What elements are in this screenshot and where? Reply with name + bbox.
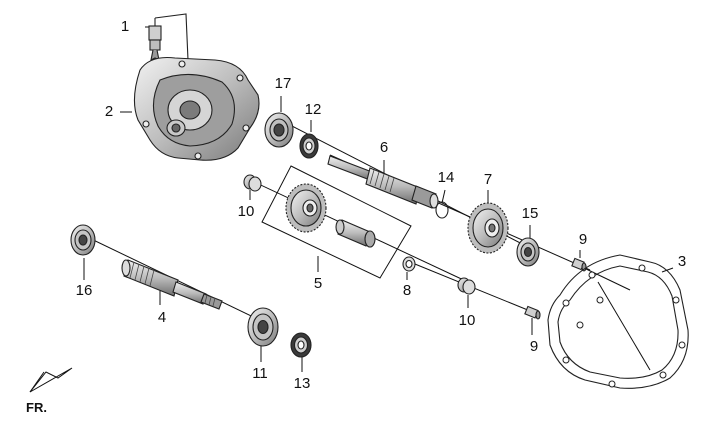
needle-bearing-10-upper-part — [243, 174, 262, 192]
gasket-3-part — [547, 254, 689, 389]
callout-2: 2 — [105, 103, 113, 120]
callout-8: 8 — [403, 282, 411, 299]
final-gear-7-part — [467, 202, 509, 254]
needle-bearing-10-lower-part — [457, 277, 476, 295]
callout-labels: 1 2 3 4 5 6 7 8 9 9 10 10 11 12 13 14 15… — [76, 18, 687, 392]
callout-5: 5 — [314, 275, 322, 292]
callout-10-lower: 10 — [459, 312, 476, 329]
transmission-case-part — [133, 56, 260, 161]
callout-6: 6 — [380, 139, 388, 156]
front-direction-indicator: FR. — [26, 367, 73, 415]
oil-seal-12-part — [299, 133, 319, 159]
callout-1: 1 — [121, 18, 129, 35]
callout-13: 13 — [294, 375, 311, 392]
oil-seal-13-part — [290, 332, 312, 358]
dowel-pin-9-lower-part — [524, 305, 541, 320]
callout-10-upper: 10 — [238, 203, 255, 220]
callout-15: 15 — [522, 205, 539, 222]
callout-16: 16 — [76, 282, 93, 299]
callout-4: 4 — [158, 309, 166, 326]
dowel-pin-9-upper-part — [571, 257, 587, 272]
callout-12: 12 — [305, 101, 322, 118]
circlip-14-part — [435, 201, 449, 219]
callout-14: 14 — [438, 169, 455, 186]
callout-11: 11 — [252, 365, 268, 382]
drive-shaft-6-part — [327, 155, 439, 209]
breather-tube-part — [148, 13, 189, 61]
counter-gear-set-5-part — [261, 165, 412, 279]
callout-9-lower: 9 — [530, 338, 538, 355]
callout-3: 3 — [678, 253, 686, 270]
callout-17: 17 — [275, 75, 292, 92]
bearing-17-part — [264, 112, 294, 148]
bearing-16-part — [70, 224, 96, 256]
output-shaft-4-part — [121, 259, 223, 310]
bearing-15-part — [516, 237, 540, 267]
bearing-11-part — [247, 307, 279, 347]
callout-7: 7 — [484, 171, 492, 188]
callout-9-upper: 9 — [579, 231, 587, 248]
direction-label: FR. — [26, 400, 47, 415]
washer-8-part — [402, 256, 416, 272]
